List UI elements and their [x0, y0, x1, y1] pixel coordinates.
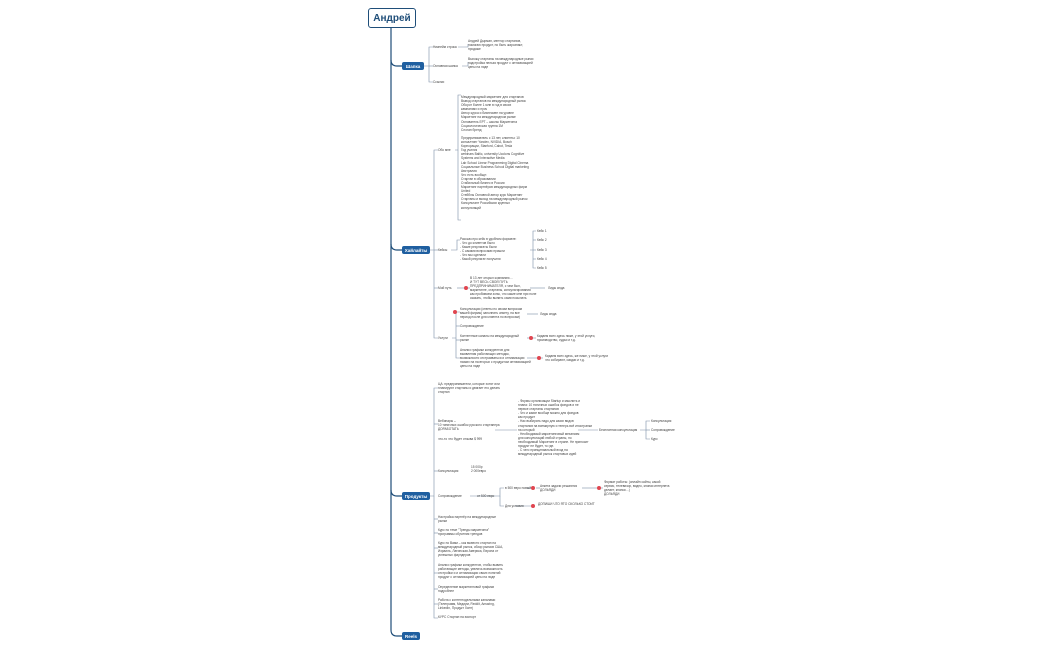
escort-custom-detail: ДОПИШИ ЧТО ЯТО СКОЛЬКО СТОИТ: [538, 502, 595, 506]
case-item: Кейс 3: [537, 248, 547, 252]
service-channels-result: Кидаем всех здесь ниже, у этой услуги, п…: [537, 334, 596, 343]
case-item: Кейс 5: [537, 266, 547, 270]
webinar-text: - Формы организации Startup и мыслить и …: [518, 399, 593, 457]
product-item: Курс по Вами – как вывести стартап на ме…: [438, 541, 504, 558]
services-label: Услуги: [438, 336, 448, 340]
links-label: Ссылки: [433, 80, 445, 84]
main-header-text: Выхожу стартапы на международные рынки п…: [468, 57, 534, 70]
product-item: КУРС Стартап на экспорт: [438, 615, 476, 619]
marker-dot: [531, 504, 535, 508]
path-text: В 13 лет открыл компанию… И ТУТ ВЕСЬ СВО…: [470, 276, 537, 301]
cases-text: Рассказ про кейс в удобном формате: - Чт…: [460, 237, 517, 262]
consult-option: Консультация: [651, 419, 672, 423]
about-text: Международный маркетинг для стартапов Вы…: [461, 95, 529, 210]
product-item: Курс по теме "Тренды маркетинга" програм…: [438, 528, 490, 537]
product-item: Работа с контентодельными каналами (Теле…: [438, 598, 496, 611]
section-hailaity[interactable]: Хайлайты: [402, 246, 430, 254]
webinar-label: Вебинары – 10 типичных ошибок русского с…: [438, 419, 500, 432]
section-reels[interactable]: Reels: [402, 632, 420, 640]
about-label: Обо мне: [438, 148, 451, 152]
root-node[interactable]: Андрей: [368, 8, 416, 28]
service-analysis: Анализ графики конкурентов для выявления…: [460, 348, 531, 369]
free-consultation: Бесплатная консультация: [599, 428, 638, 432]
marker-dot: [464, 286, 468, 290]
service-analysis-result: Кидаем всех здесь, же ниже, у этой услуг…: [545, 354, 609, 363]
escort-label: Сопровождение: [438, 494, 462, 498]
marker-dot: [597, 486, 601, 490]
path-result: Лиды сюда: [548, 286, 565, 290]
marker-dot: [537, 356, 541, 360]
case-item: Кейс 2: [537, 238, 547, 242]
marker-dot: [453, 310, 457, 314]
product-item: Настройка партнёр на международные рынки: [438, 515, 497, 524]
marker-dot: [529, 336, 533, 340]
escort-price: от 500 евро: [477, 494, 495, 498]
cases-label: Кейсы: [438, 248, 448, 252]
path-label: Мой путь: [438, 286, 452, 290]
escort-500-result: Формат работы: (онлайн сайты, какой серв…: [604, 480, 670, 497]
case-item: Кейс 4: [537, 257, 547, 261]
products-intro: ЦА: предприниматели, которые хотят или п…: [438, 382, 501, 395]
nickname-label: Никнейм строка: [433, 45, 457, 49]
consultation-prices: 15 000р 2 000евро: [471, 465, 486, 474]
consultation-label: Консультация: [438, 469, 459, 473]
section-shapka[interactable]: Шапка: [402, 62, 424, 70]
main-header-label: Основная шапка: [433, 64, 458, 68]
nickname-text: Андрей Дырман, ментор стартапов, помогаю…: [468, 39, 523, 52]
service-escort: Сопровождение: [460, 324, 484, 328]
service-channels: Контентные каналы на международный рынке: [460, 334, 519, 343]
escort-500-detail: Анкета задачи решаются ДОЛЬЯДИ: [540, 484, 578, 493]
case-item: Кейс 1: [537, 229, 547, 233]
product-item: Анализ графики конкурентов, чтобы вывить…: [438, 563, 504, 580]
consult-option: Курс: [651, 437, 658, 441]
section-products[interactable]: Продукты: [402, 492, 430, 500]
escort-500: в 500 евро новый: [505, 486, 531, 490]
service-consultation-result: Лиды сюда: [540, 312, 557, 316]
escort-custom: Для условия: [505, 504, 524, 508]
webinar-note: что-то что будет отзыва $ 999: [438, 437, 483, 441]
product-item: Определение маркетинговой графики подроб…: [438, 585, 495, 594]
service-consultation: Консультации (ответы по своим вопросам в…: [460, 307, 522, 320]
consult-option: Сопровождение: [651, 428, 675, 432]
marker-dot: [531, 486, 535, 490]
